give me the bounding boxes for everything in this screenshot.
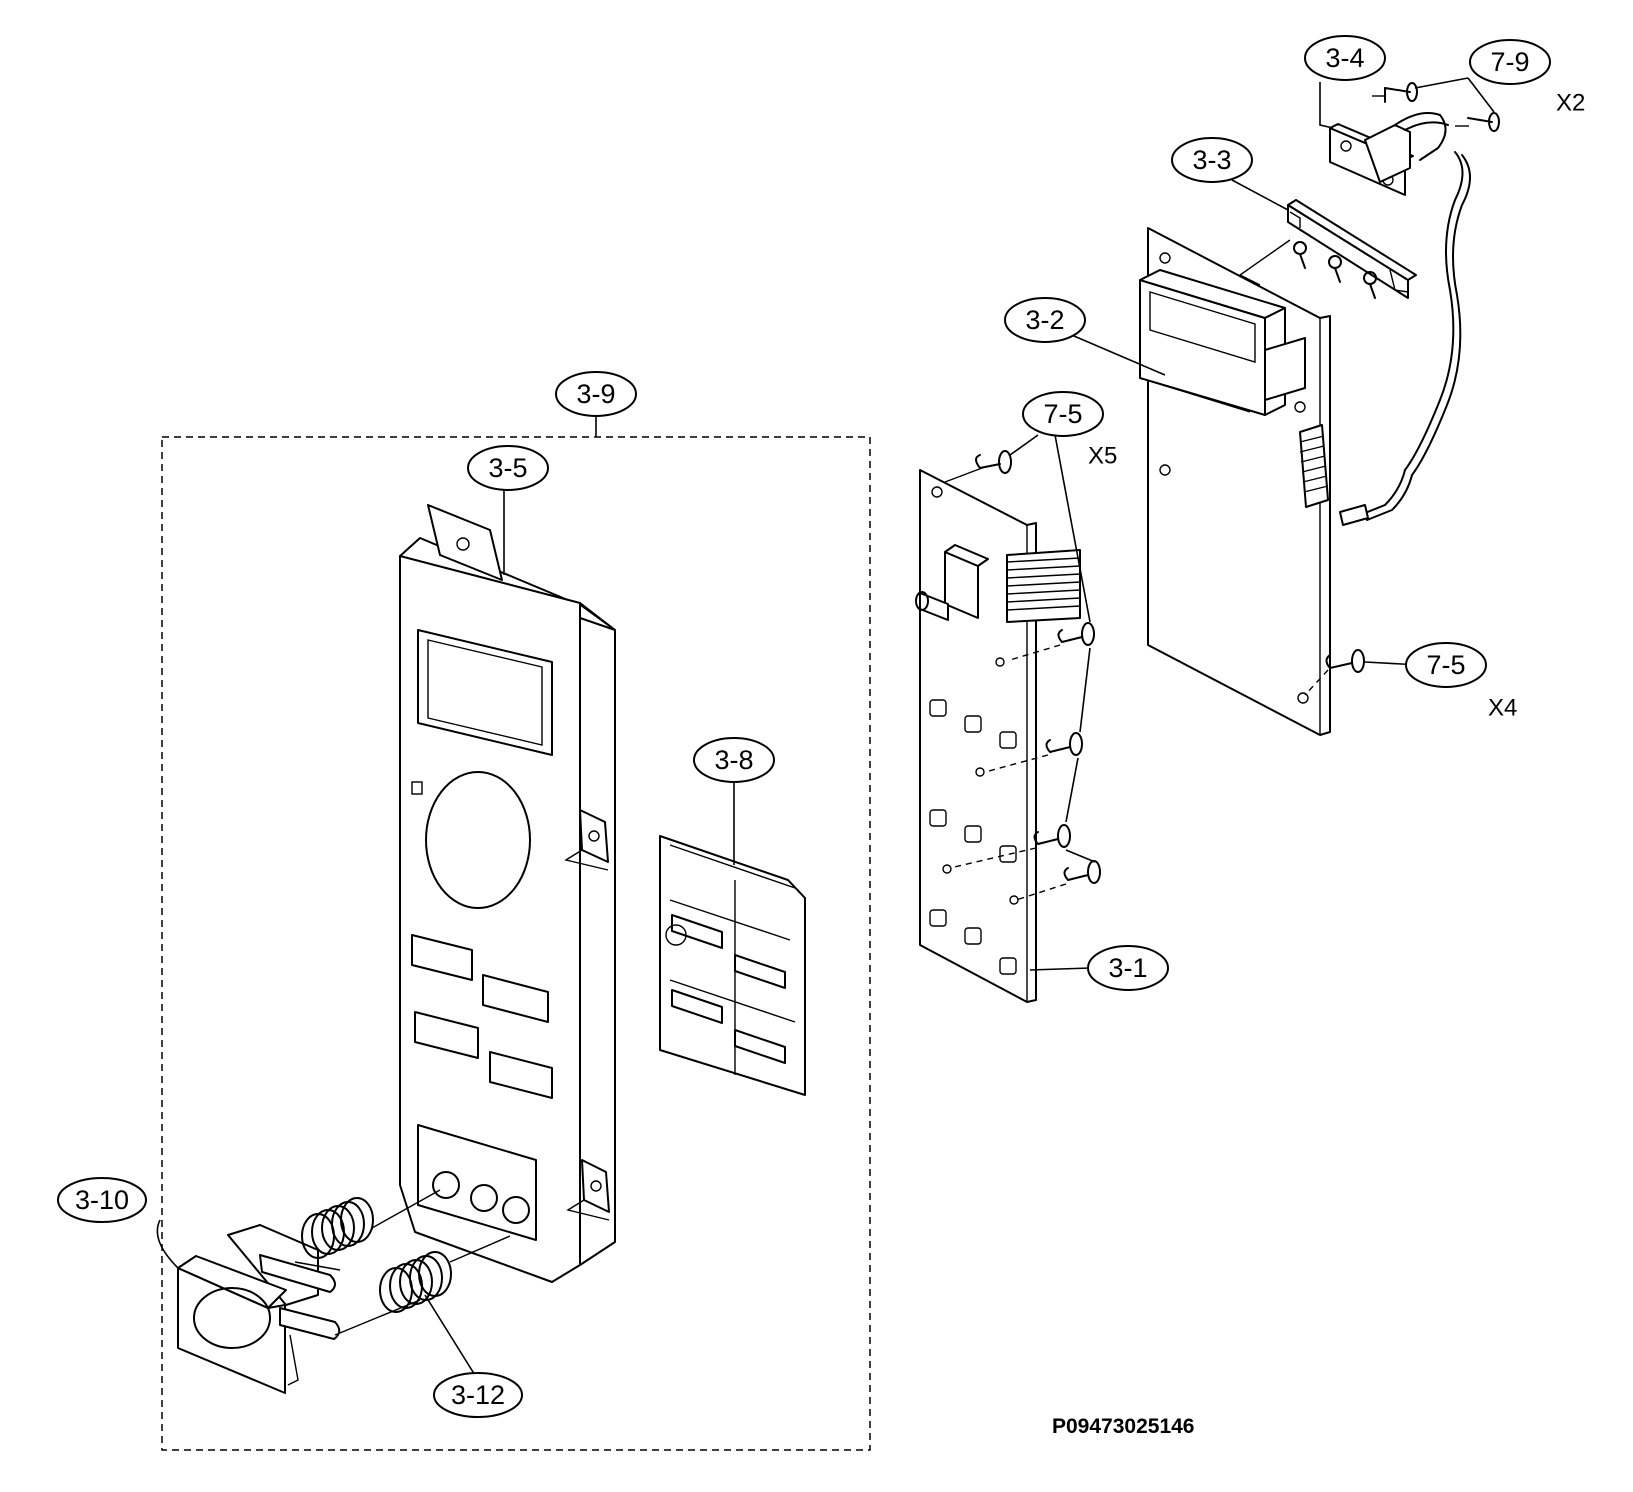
part-door-button bbox=[177, 1224, 341, 1394]
callout-3-9: 3-9 bbox=[555, 371, 637, 417]
screws-7-5-right bbox=[1304, 649, 1365, 696]
label-3-5: 3-5 bbox=[488, 453, 527, 483]
label-3-10: 3-10 bbox=[75, 1185, 129, 1215]
screws-7-5-left bbox=[944, 450, 1101, 901]
wire-harness bbox=[1339, 151, 1471, 526]
qty-7-9: X2 bbox=[1556, 90, 1585, 117]
part-led-bracket bbox=[1238, 199, 1417, 299]
label-7-5-left: 7-5 bbox=[1043, 399, 1082, 429]
callout-7-5-left: 7-5 bbox=[1022, 391, 1104, 437]
spring-lower bbox=[379, 1251, 452, 1313]
label-3-9: 3-9 bbox=[576, 379, 615, 409]
screw bbox=[949, 824, 1071, 869]
assembly-3-9-boundary bbox=[161, 436, 871, 1451]
screws-7-9 bbox=[1372, 82, 1500, 132]
figure-code: P09473025146 bbox=[1052, 1415, 1194, 1438]
label-3-4: 3-4 bbox=[1325, 43, 1364, 73]
screw bbox=[1455, 112, 1500, 132]
part-sensor-switch bbox=[1329, 112, 1449, 196]
part-springs bbox=[294, 1189, 511, 1336]
label-3-3: 3-3 bbox=[1192, 145, 1231, 175]
callout-3-10: 3-10 bbox=[57, 1177, 147, 1223]
leader-lines bbox=[156, 77, 1495, 1381]
part-control-pcb bbox=[1139, 227, 1331, 736]
part-key-unit-pcb bbox=[915, 469, 1081, 1003]
callouts: 3-4 7-9 3-3 3-2 3-9 7-5 3-5 7-5 bbox=[57, 35, 1551, 1418]
callout-3-2: 3-2 bbox=[1004, 297, 1086, 343]
screw bbox=[1372, 82, 1418, 103]
screw bbox=[1009, 622, 1095, 661]
callout-3-8: 3-8 bbox=[693, 737, 775, 783]
label-3-2: 3-2 bbox=[1025, 305, 1064, 335]
label-7-9: 7-9 bbox=[1490, 47, 1529, 77]
screw bbox=[944, 450, 1012, 483]
screw bbox=[1304, 649, 1365, 696]
callout-3-4: 3-4 bbox=[1304, 35, 1386, 81]
label-3-8: 3-8 bbox=[714, 745, 753, 775]
callout-3-3: 3-3 bbox=[1171, 137, 1253, 183]
callout-3-1: 3-1 bbox=[1087, 945, 1169, 991]
part-front-panel-housing bbox=[399, 504, 616, 1283]
label-7-5-right: 7-5 bbox=[1426, 650, 1465, 680]
callout-3-12: 3-12 bbox=[433, 1372, 523, 1418]
part-button-bracket bbox=[659, 835, 806, 1096]
screw bbox=[984, 732, 1083, 773]
label-3-12: 3-12 bbox=[451, 1380, 505, 1410]
label-3-1: 3-1 bbox=[1108, 953, 1147, 983]
qty-7-5-right: X4 bbox=[1488, 695, 1517, 722]
callout-7-5-right: 7-5 bbox=[1405, 642, 1487, 688]
callout-3-5: 3-5 bbox=[467, 445, 549, 491]
spring-upper bbox=[301, 1197, 374, 1259]
callout-7-9: 7-9 bbox=[1469, 39, 1551, 85]
qty-7-5-left: X5 bbox=[1088, 443, 1117, 470]
